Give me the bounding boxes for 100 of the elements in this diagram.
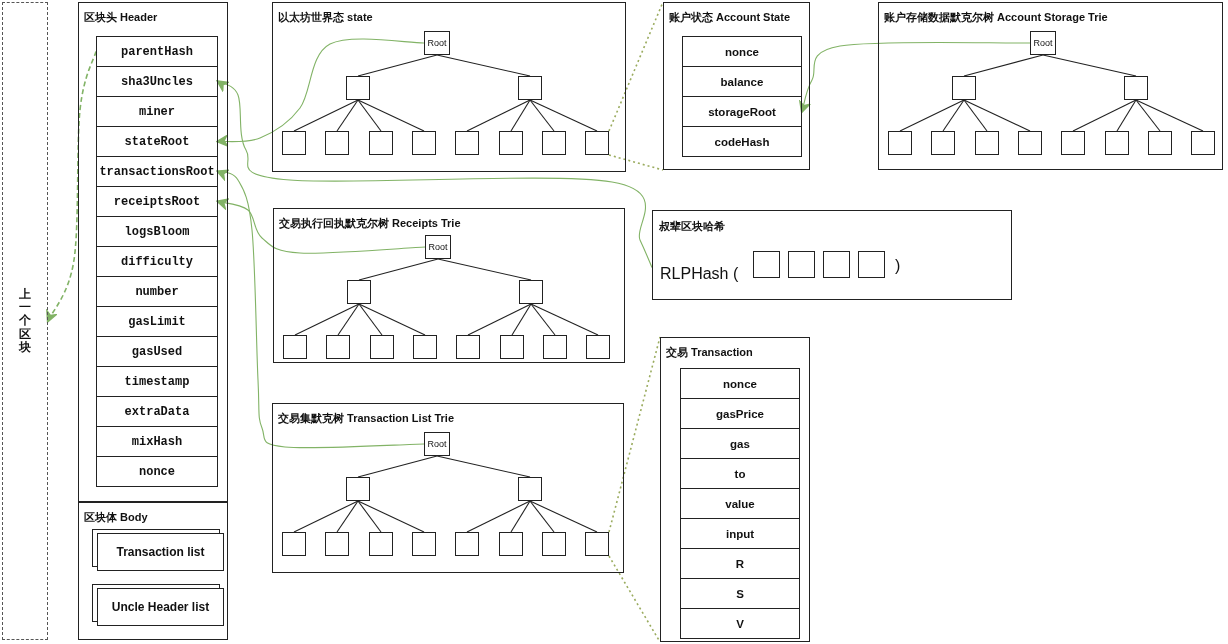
- tree-edge: [510, 500, 531, 533]
- tree-edge: [337, 303, 360, 336]
- trie-node-box: [1018, 131, 1042, 155]
- tree-edge: [293, 99, 359, 132]
- field-row: gasPrice: [680, 398, 800, 429]
- zoom-line: [608, 336, 661, 533]
- trie-node-box: [456, 335, 480, 359]
- tree-edge: [357, 54, 438, 77]
- arrow: [216, 197, 426, 254]
- arrow: [216, 80, 653, 269]
- field-row: nonce: [680, 368, 800, 399]
- panel-title: 交易 Transaction: [666, 345, 753, 360]
- function-label: RLPHash (: [660, 265, 739, 283]
- panel-title: 区块体 Body: [84, 510, 148, 525]
- panel-title: 账户状态 Account State: [669, 10, 790, 25]
- panel-title: 账户存储数据默克尔树 Account Storage Trie: [884, 10, 1108, 25]
- tree-edge: [530, 303, 599, 336]
- tree-edge: [294, 303, 360, 336]
- arrow: [46, 50, 97, 323]
- trie-root-box: Root: [424, 432, 450, 456]
- field-row: gas: [680, 428, 800, 459]
- field-row: miner: [96, 96, 218, 127]
- trie-node-box: [518, 477, 542, 501]
- field-row: R: [680, 548, 800, 579]
- trie-node-box: [370, 335, 394, 359]
- trie-node-box: [325, 131, 349, 155]
- zoom-line: [608, 154, 664, 171]
- trie-node-box: [1061, 131, 1085, 155]
- trie-node-box: [282, 131, 306, 155]
- tree-edge: [529, 500, 598, 533]
- panel: [660, 337, 810, 642]
- trie-node-box: [369, 532, 393, 556]
- tree-edge: [357, 455, 438, 478]
- panel-title: 交易集默克树 Transaction List Trie: [278, 411, 455, 426]
- field-row: parentHash: [96, 36, 218, 67]
- previous-block-panel: [2, 2, 48, 640]
- field-row: gasLimit: [96, 306, 218, 337]
- trie-root-box: Root: [1030, 31, 1056, 55]
- trie-node-box: [585, 532, 609, 556]
- panel: [663, 2, 810, 170]
- arrow: [216, 38, 425, 147]
- field-row: sha3Uncles: [96, 66, 218, 97]
- panel: [272, 2, 626, 172]
- arrow: [798, 41, 1031, 114]
- trie-node-box: [888, 131, 912, 155]
- panel: [272, 403, 624, 573]
- trie-node-box: [823, 251, 850, 278]
- trie-node-box: [542, 131, 566, 155]
- field-row: gasUsed: [96, 336, 218, 367]
- tree-edge: [510, 99, 531, 132]
- tree-edge: [357, 500, 425, 533]
- tree-edge: [357, 99, 425, 132]
- trie-node-box: [499, 532, 523, 556]
- panel: [78, 502, 228, 640]
- field-row: number: [96, 276, 218, 307]
- trie-node-box: [931, 131, 955, 155]
- field-row: mixHash: [96, 426, 218, 457]
- tree-edge: [336, 500, 359, 533]
- trie-node-box: [326, 335, 350, 359]
- tree-edge: [357, 500, 382, 533]
- tree-edge: [963, 54, 1044, 77]
- tree-edge: [1042, 54, 1137, 77]
- panel-title: 以太坊世界态 state: [278, 10, 373, 25]
- field-row: balance: [682, 66, 802, 97]
- panel-title: 区块头 Header: [84, 10, 158, 25]
- panel: [878, 2, 1223, 170]
- trie-node-box: [500, 335, 524, 359]
- field-row: codeHash: [682, 126, 802, 157]
- tree-edge: [358, 303, 426, 336]
- trie-node-box: [346, 76, 370, 100]
- field-row: to: [680, 458, 800, 489]
- field-row: S: [680, 578, 800, 609]
- panel: [78, 2, 228, 502]
- field-row: timestamp: [96, 366, 218, 397]
- panel-title: 上一个区块: [19, 288, 31, 354]
- trie-node-box: [282, 532, 306, 556]
- tree-edge: [1135, 99, 1161, 132]
- trie-node-box: [586, 335, 610, 359]
- tree-edge: [336, 99, 359, 132]
- trie-node-box: [369, 131, 393, 155]
- trie-node-box: [542, 532, 566, 556]
- function-label: ): [895, 257, 901, 275]
- trie-node-box: [455, 131, 479, 155]
- panel: [273, 208, 625, 363]
- tree-edge: [529, 99, 598, 132]
- trie-node-box: [518, 76, 542, 100]
- tree-edge: [358, 258, 439, 281]
- trie-node-box: [519, 280, 543, 304]
- trie-node-box: [1148, 131, 1172, 155]
- field-row: difficulty: [96, 246, 218, 277]
- trie-node-box: [975, 131, 999, 155]
- trie-node-box: [753, 251, 780, 278]
- field-row: nonce: [96, 456, 218, 487]
- tree-edge: [511, 303, 532, 336]
- trie-node-box: [413, 335, 437, 359]
- trie-node-box: [1105, 131, 1129, 155]
- trie-node-box: [346, 477, 370, 501]
- zoom-line: [608, 1, 664, 132]
- tree-edge: [467, 303, 532, 336]
- tree-edge: [358, 303, 383, 336]
